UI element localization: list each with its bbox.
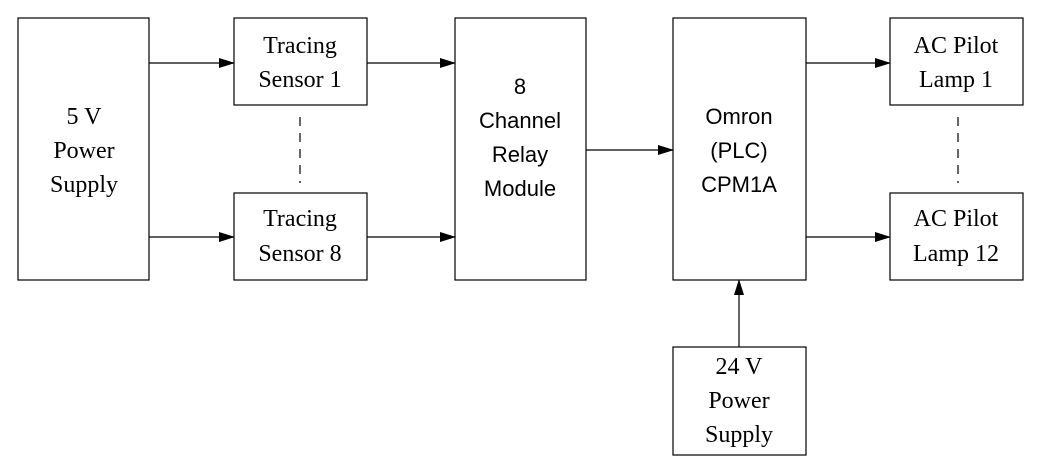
power-5v-line-2: Power bbox=[53, 138, 114, 164]
pilot-lamp-1-block bbox=[889, 17, 1024, 106]
pilot-lamp-12-block bbox=[889, 192, 1024, 281]
power-supply-5v-block bbox=[17, 17, 150, 281]
sensor8-line-1: Tracing bbox=[263, 206, 337, 232]
relay-line-1: 8 bbox=[514, 74, 526, 99]
tracing-sensor-1-block bbox=[233, 17, 368, 106]
power-5v-line-3: Supply bbox=[50, 172, 118, 198]
power-24v-line-1: 24 V bbox=[716, 354, 764, 380]
power-24v-line-2: Power bbox=[708, 388, 769, 414]
lamp1-line-1: AC Pilot bbox=[914, 33, 999, 59]
power-24v-line-3: Supply bbox=[705, 422, 773, 448]
relay-line-4: Module bbox=[484, 176, 556, 201]
lamp12-line-1: AC Pilot bbox=[914, 206, 999, 232]
lamp1-line-2: Lamp 1 bbox=[919, 67, 993, 93]
sensor8-line-2: Sensor 8 bbox=[258, 241, 341, 267]
plc-block bbox=[672, 17, 807, 281]
relay-line-3: Relay bbox=[492, 142, 548, 167]
relay-line-2: Channel bbox=[479, 108, 561, 133]
plc-line-1: Omron bbox=[705, 104, 772, 129]
tracing-sensor-8-block bbox=[233, 192, 368, 281]
plc-line-2: (PLC) bbox=[710, 138, 767, 163]
relay-module-block bbox=[454, 17, 587, 281]
sensor1-line-2: Sensor 1 bbox=[258, 67, 341, 93]
plc-line-3: CPM1A bbox=[701, 172, 777, 197]
lamp12-line-2: Lamp 12 bbox=[913, 241, 999, 267]
power-5v-line-1: 5 V bbox=[67, 104, 103, 130]
sensor1-line-1: Tracing bbox=[263, 33, 337, 59]
power-supply-24v-block bbox=[672, 346, 807, 456]
